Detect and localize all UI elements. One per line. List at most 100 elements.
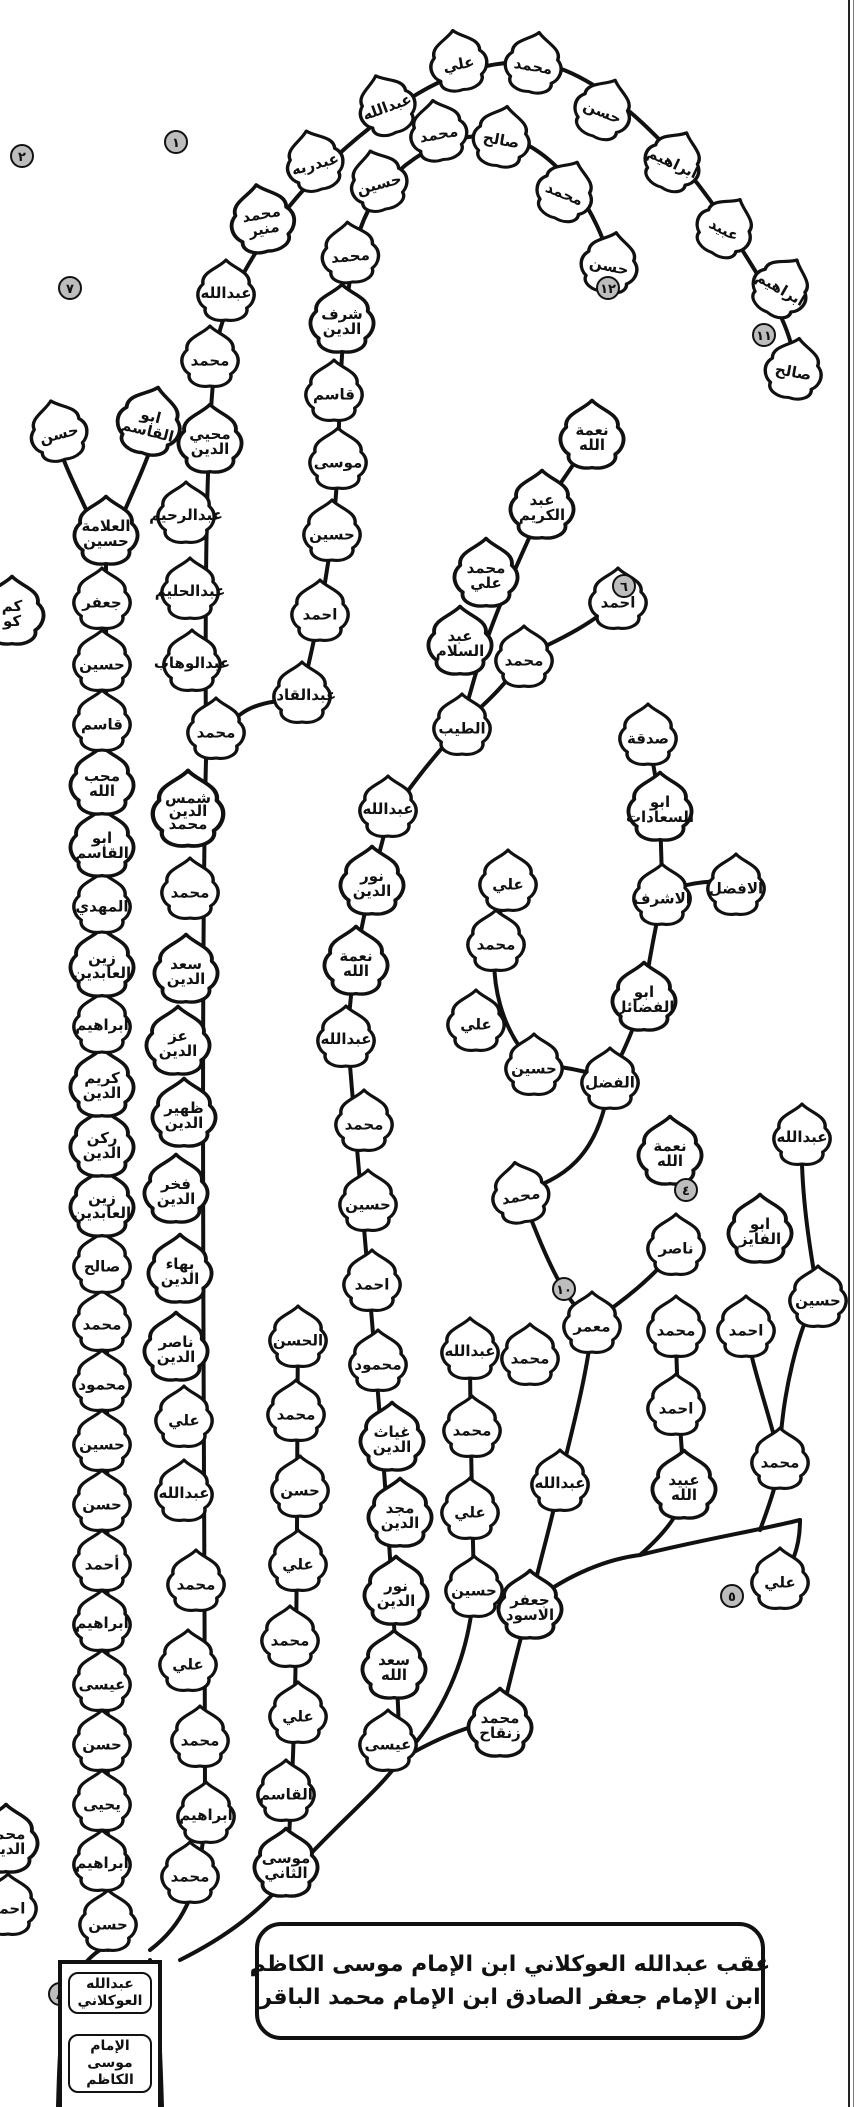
leaf-c2-saad: سعدالدين [154,934,217,1002]
leaf-d-muhammad2: محمد [496,626,552,686]
leaf-c1-abulqasim: ابوالقاسم [70,808,133,876]
caption-box: عقب عبدالله العوكلاني ابن الإمام موسى ال… [255,1922,765,2040]
leaf-label: محمد [177,1575,216,1593]
leaf-l-ahmad: احمد [0,1874,36,1934]
badge-number: ٤ [682,1184,690,1199]
leaf-label: الدين [0,1840,25,1858]
leaf-label: عبدالوهاب [154,654,230,672]
leaf-r-muhammad2: محمد [487,1158,553,1227]
leaf-label: معمر [572,1317,610,1335]
leaf-label: أحمد [85,1554,120,1573]
leaf-d-isa: عيسى [360,1710,416,1770]
caption-line-2: ابن الإمام جعفر الصادق ابن الإمام محمد ا… [259,1985,760,2010]
leaf-c2-hasan: حسن [567,70,642,147]
badge-number: ٥ [728,1590,736,1605]
leaf-m-qasim: القاسم [258,1760,314,1820]
leaf-r-abdallah: عبدالله [532,1450,588,1510]
leaf-label: محمد [171,1867,210,1885]
leaf-label: ناصر [657,1239,693,1257]
leaf-label: العابدين [73,1204,131,1222]
leaf-label: ابراهيم [75,1614,129,1632]
leaf-c3-abdulqadir: عبدالقادر [267,662,337,722]
leaf-label: علي [492,875,524,893]
leaf-label: الدين [157,1348,196,1366]
leaf-label: حسن [280,1481,320,1499]
leaf-label: الفايز [738,1230,781,1248]
leaf-r-jafar: جعفرالاسود [498,1570,561,1638]
leaf-label: الدين [83,1084,122,1102]
leaf-label: الدين [191,440,230,458]
leaf-label: احمد [659,1399,694,1417]
leaf-c2-muhammad6: محمد [182,326,238,386]
leaf-r-abussaadat: ابوالسعادات [626,772,694,840]
leaf-l-frag1: محمدالدين [0,1804,38,1872]
leaf-r-ali2: علي [480,850,536,910]
leaf-label: حسن [82,1735,122,1753]
leaf-label: حسين [795,1291,841,1309]
leaf-label: ابراهيم [75,1854,129,1872]
leaf-label: احمد [0,1899,25,1917]
branch-line [400,1520,800,1760]
leaf-c2-muhammad-munir: محمدمنير [225,179,299,257]
leaf-label: عبدالله [320,1030,371,1048]
leaf-c1-ibrahim3: ابراهيم [74,992,130,1052]
leaf-c2-muhammad4: محمد [162,858,218,918]
leaf-label: صدقة [627,729,669,747]
leaf-c1-husayn2: حسين [74,630,130,690]
leaf-s-abdallah: عبدالله [774,1104,830,1164]
leaf-label: الفضائل [613,998,674,1016]
leaf-label: محمد [277,1405,316,1423]
leaf-label: القاسم [75,844,129,862]
leaf-s-nasir: ناصر [648,1214,704,1274]
leaf-s-ahmad: احمد [648,1374,704,1434]
leaf-label: عيسى [365,1735,412,1753]
leaf-c1-ahmad: أحمد [74,1530,130,1590]
leaf-label: الدين [161,1270,200,1288]
leaf-c2-muhammad7: محمد [501,28,567,97]
number-badge-1: ١ [165,131,187,153]
leaf-label: حسين [83,532,129,550]
leaf-c1-zayn2: زينالعابدين [70,1168,133,1236]
leaf-m-alhasan: الحسن [270,1306,326,1366]
leaf-r-fadil: الفضل [582,1048,638,1108]
leaf-c2-ubayd: عبيد [687,186,765,266]
leaf-label: احمد [355,1275,390,1293]
leaf-c2-fakhr: فخرالدين [144,1154,207,1222]
leaf-label: ابراهيم [179,1806,233,1824]
leaf-label: الثاني [264,1864,307,1882]
leaf-label: محمد [761,1453,800,1471]
leaf-e-ali: علي [442,1478,498,1538]
leaf-c2-abdrabbih: عبدربه [279,124,349,197]
leaf-r-sadaqa: صدقة [620,704,676,764]
leaf-c2-muhyi: محييالدين [178,404,241,472]
leaf-label: الدين [373,1438,412,1456]
leaf-l-frag2: كمكو [0,576,44,644]
leaf-r-abulfadail: ابوالفضائل [612,962,675,1030]
leaf-label: عبدالقادر [267,686,337,704]
leaf-label: محمد [657,1321,696,1339]
leaf-label: علي [282,1555,314,1573]
leaf-label: حسن [88,1915,128,1933]
leaf-c2-abdulhalim: عبدالحليم [155,558,226,618]
leaf-d-tayyib: الطيب [434,694,490,754]
leaf-c2-zahir: ظهيرالدين [152,1078,215,1146]
leaf-r-muhammad: محمد [502,1324,558,1384]
leaf-c3-husayn: حسين [304,500,360,560]
branch-line [640,1326,684,1555]
badge-number: ١ [172,136,180,151]
leaf-c2-muhammad-b: محمد [162,1842,218,1902]
leaf-c1-rukn: ركنالدين [70,1108,133,1176]
leaf-c1-zayn: زينالعابدين [70,928,133,996]
leaf-label: السعادات [626,808,694,826]
leaf-label: الدين [165,1114,204,1132]
leaf-m-hasan: حسن [272,1456,328,1516]
badge-number: ١٠ [556,1283,572,1298]
leaf-r-muhammad3: محمد [468,910,524,970]
leaf-d-ahmad: احمد [344,1250,400,1310]
leaf-c1-mahmoud: محمود [74,1350,130,1410]
leaf-label: محمد [83,1315,122,1333]
leaf-c1-hasan3: حسن [74,1470,130,1530]
leaf-label: حسين [451,1581,497,1599]
